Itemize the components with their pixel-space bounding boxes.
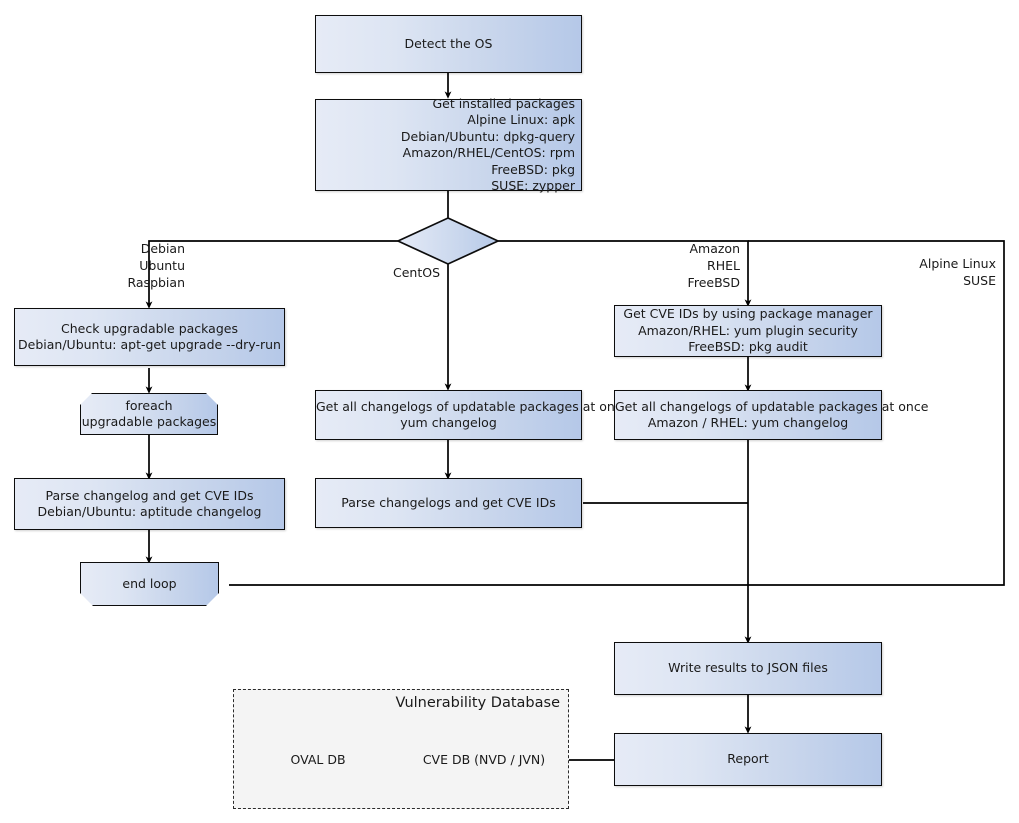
branch-alpine-1: SUSE <box>963 273 996 288</box>
branch-label-amazon: Amazon RHEL FreeBSD <box>640 240 740 291</box>
edge-decision-debian <box>145 240 398 309</box>
node-get-installed-packages[interactable]: Get installed packages Alpine Linux: apk… <box>315 96 582 193</box>
branch-debian-1: Ubuntu <box>139 258 185 273</box>
check-line-0: Check upgradable packages <box>61 320 238 336</box>
cve-pkgmgr-line-2: FreeBSD: pkg audit <box>688 339 808 355</box>
branch-amazon-0: Amazon <box>689 241 740 256</box>
check-line-1: Debian/Ubuntu: apt-get upgrade --dry-run <box>18 337 281 352</box>
node-get-cve-ids-pkgmgr-label: Get CVE IDs by using package manager Ama… <box>615 306 881 356</box>
node-report[interactable]: Report <box>614 733 882 786</box>
node-parse-changelog-debian-label: Parse changelog and get CVE IDs Debian/U… <box>15 488 284 521</box>
centos-changelog-line-0: Get all changelogs of updatable packages… <box>316 398 630 414</box>
node-check-upgradable-label: Check upgradable packages Debian/Ubuntu:… <box>15 321 284 354</box>
decision-diamond <box>395 217 501 265</box>
pkg-line-3: Amazon/RHEL/CentOS: rpm <box>402 145 575 160</box>
branch-label-debian: Debian Ubuntu Raspbian <box>85 240 185 291</box>
parse-deb-line-0: Parse changelog and get CVE IDs <box>45 487 254 503</box>
rhel-changelog-line-1: Amazon / RHEL: yum changelog <box>647 415 849 430</box>
branch-amazon-2: FreeBSD <box>687 275 740 290</box>
branch-amazon-1: RHEL <box>707 258 740 273</box>
pkg-line-2: Debian/Ubuntu: dpkg-query <box>400 128 575 144</box>
node-foreach-loop[interactable]: foreach upgradable packages <box>80 393 218 435</box>
cve-pkgmgr-line-1: Amazon/RHEL: yum plugin security <box>638 322 858 338</box>
node-detect-os[interactable]: Detect the OS <box>315 15 582 73</box>
node-report-label: Report <box>727 751 769 767</box>
node-parse-changelog-debian[interactable]: Parse changelog and get CVE IDs Debian/U… <box>14 478 285 530</box>
branch-label-centos: CentOS <box>340 264 440 281</box>
node-foreach-loop-label: foreach upgradable packages <box>81 398 217 431</box>
oval-db-label: OVAL DB <box>290 752 346 767</box>
branch-debian-2: Raspbian <box>127 275 185 290</box>
foreach-line-0: foreach <box>125 397 173 413</box>
node-get-installed-packages-label: Get installed packages Alpine Linux: apk… <box>316 96 581 195</box>
node-get-changelogs-rhel-label: Get all changelogs of updatable packages… <box>615 398 929 432</box>
parse-deb-line-1: Debian/Ubuntu: aptitude changelog <box>37 504 262 519</box>
centos-changelog-line-1: yum changelog <box>400 415 497 430</box>
node-get-changelogs-centos-label: Get all changelogs of updatable packages… <box>316 398 630 432</box>
pkg-line-5: SUSE: zypper <box>491 178 575 193</box>
node-get-changelogs-rhel[interactable]: Get all changelogs of updatable packages… <box>614 390 929 440</box>
node-get-cve-ids-pkgmgr[interactable]: Get CVE IDs by using package manager Ama… <box>614 305 882 357</box>
node-write-results[interactable]: Write results to JSON files <box>614 642 882 695</box>
branch-alpine-0: Alpine Linux <box>919 256 996 271</box>
cve-db-label: CVE DB (NVD / JVN) <box>422 752 546 767</box>
node-end-loop-label: end loop <box>122 575 177 591</box>
node-check-upgradable[interactable]: Check upgradable packages Debian/Ubuntu:… <box>14 308 285 366</box>
node-parse-changelogs-centos[interactable]: Parse changelogs and get CVE IDs <box>315 478 582 528</box>
cve-pkgmgr-line-0: Get CVE IDs by using package manager <box>623 306 873 322</box>
branch-label-alpine: Alpine Linux SUSE <box>880 255 996 289</box>
pkg-line-0: Get installed packages <box>432 95 575 111</box>
vulnerability-database-group: Vulnerability Database <box>233 689 569 809</box>
pkg-line-1: Alpine Linux: apk <box>467 112 575 127</box>
node-get-changelogs-centos[interactable]: Get all changelogs of updatable packages… <box>315 390 630 440</box>
node-parse-changelogs-centos-label: Parse changelogs and get CVE IDs <box>341 494 556 510</box>
node-write-results-label: Write results to JSON files <box>668 660 828 676</box>
branch-debian-0: Debian <box>140 241 185 256</box>
rhel-changelog-line-0: Get all changelogs of updatable packages… <box>615 398 929 414</box>
foreach-line-1: upgradable packages <box>81 414 217 429</box>
node-detect-os-label: Detect the OS <box>404 35 493 51</box>
pkg-line-4: FreeBSD: pkg <box>491 161 575 177</box>
vulnerability-database-title: Vulnerability Database <box>395 695 560 711</box>
branch-centos-0: CentOS <box>392 265 440 280</box>
edge-decision-alpine-bypass <box>229 240 1005 586</box>
node-end-loop[interactable]: end loop <box>80 562 219 606</box>
